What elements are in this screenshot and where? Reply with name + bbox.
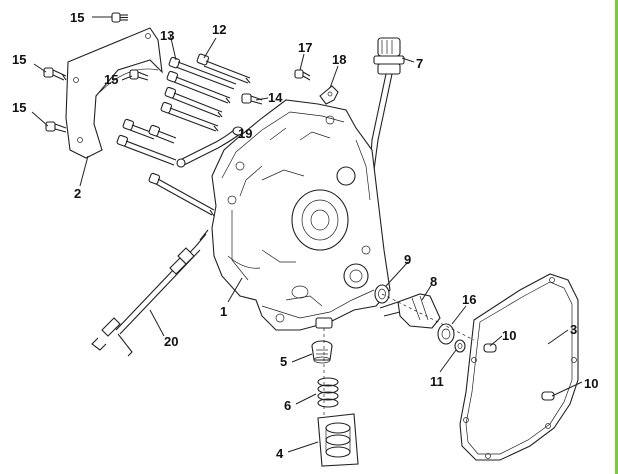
leader-lines bbox=[31, 16, 583, 453]
callout-15-left-lower: 15 bbox=[12, 100, 26, 115]
callout-11: 11 bbox=[430, 374, 444, 389]
bolt-17 bbox=[294, 69, 311, 81]
callout-17: 17 bbox=[298, 40, 312, 55]
bolt-15-left-upper bbox=[43, 67, 67, 81]
callout-1: 1 bbox=[220, 304, 227, 319]
callout-9: 9 bbox=[404, 252, 411, 267]
callout-19: 19 bbox=[238, 126, 252, 141]
callout-10-lower: 10 bbox=[584, 376, 598, 391]
callout-14: 14 bbox=[268, 90, 283, 105]
bolts bbox=[43, 12, 311, 217]
part-20-rod bbox=[91, 229, 209, 357]
part-19-pipe bbox=[176, 126, 244, 168]
part-8-shaft bbox=[379, 293, 441, 329]
part-2-cover-plate bbox=[65, 27, 163, 159]
bolt-15-top bbox=[111, 12, 128, 23]
callout-16: 16 bbox=[462, 292, 476, 307]
callout-15-left-middle: 15 bbox=[104, 72, 118, 87]
callout-5: 5 bbox=[280, 354, 287, 369]
part-10-dowel-lower bbox=[541, 391, 555, 401]
callout-4: 4 bbox=[276, 446, 284, 461]
part-7-dipstick bbox=[369, 37, 405, 171]
part-4-strainer bbox=[317, 413, 359, 467]
callout-12: 12 bbox=[212, 22, 226, 37]
green-frame-border bbox=[615, 0, 618, 474]
callout-8: 8 bbox=[430, 274, 437, 289]
callout-3: 3 bbox=[570, 322, 577, 337]
bolt-15-left-middle bbox=[129, 69, 149, 81]
callout-7: 7 bbox=[416, 56, 423, 71]
bolt-13-group bbox=[116, 56, 237, 217]
callout-13: 13 bbox=[160, 28, 174, 43]
callout-15-left-upper: 15 bbox=[12, 52, 26, 67]
part-10-dowel-upper bbox=[483, 343, 497, 353]
bolt-12 bbox=[196, 53, 251, 84]
callout-labels: 15 15 15 15 13 12 14 17 18 7 19 2 1 20 9… bbox=[12, 10, 598, 461]
part-1-crankcase bbox=[211, 99, 391, 331]
part-6-spring bbox=[317, 377, 339, 408]
callout-15-top: 15 bbox=[70, 10, 84, 25]
part-16-bearing bbox=[437, 323, 455, 345]
bolt-15-left-lower bbox=[45, 121, 67, 133]
callout-18: 18 bbox=[332, 52, 346, 67]
part-3-gasket bbox=[459, 273, 579, 461]
bolt-14 bbox=[241, 93, 263, 105]
part-11-washer bbox=[454, 339, 466, 353]
part-18-bracket bbox=[319, 85, 339, 105]
callout-6: 6 bbox=[284, 398, 291, 413]
callout-2: 2 bbox=[74, 186, 81, 201]
callout-10-upper: 10 bbox=[502, 328, 516, 343]
callout-20: 20 bbox=[164, 334, 178, 349]
part-5-drain-plug bbox=[311, 340, 333, 364]
